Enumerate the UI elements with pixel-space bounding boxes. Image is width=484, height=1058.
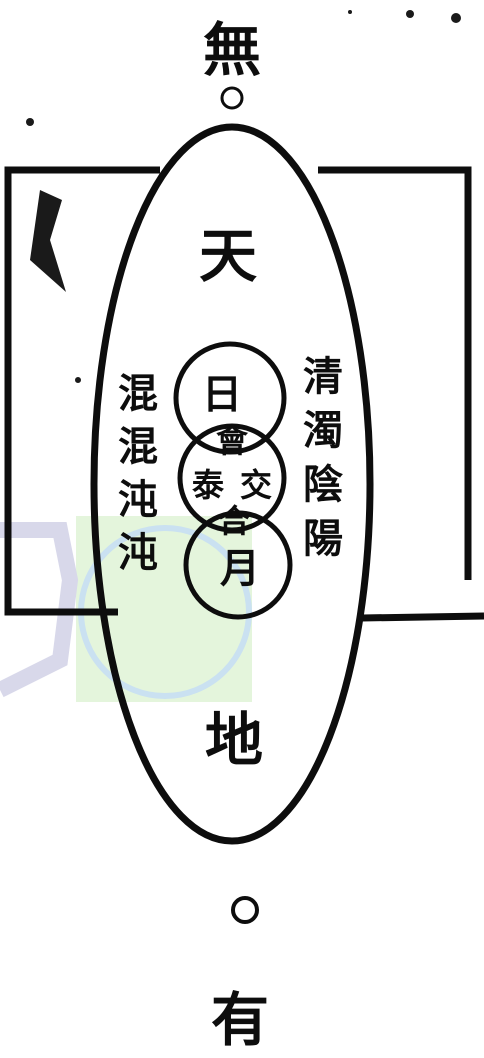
center-bottom-label: 合 [218, 502, 250, 540]
right-column: 清 濁 陰 陽 [303, 353, 343, 562]
right-column-char: 濁 [303, 407, 343, 454]
right-column-char: 清 [303, 353, 343, 400]
cosmos-ellipse [90, 123, 374, 845]
left-column-char: 沌 [118, 529, 158, 576]
ink-specks [26, 10, 461, 383]
sun-circle [173, 341, 287, 455]
sun-label: 日 [202, 371, 242, 418]
center-left-label: 泰 [192, 466, 225, 504]
outer-frame [4, 166, 484, 622]
right-column-char: 陰 [303, 461, 343, 508]
earth-label: 地 [205, 706, 263, 774]
left-column-char: 沌 [118, 476, 158, 523]
center-circle [177, 423, 287, 533]
left-column: 混 混 沌 沌 [118, 370, 158, 576]
bottom-label: 有 [211, 986, 269, 1054]
top-label: 無 [203, 16, 261, 84]
left-column-char: 混 [118, 423, 158, 470]
you-circle [231, 896, 259, 924]
right-column-char: 陽 [303, 515, 343, 562]
moon-label: 月 [220, 545, 260, 592]
center-top-label: 會 [216, 422, 249, 460]
left-column-char: 混 [118, 370, 158, 417]
wu-circle [220, 86, 244, 110]
moon-circle [183, 510, 293, 620]
center-right-label: 交 [240, 466, 272, 504]
heaven-label: 天 [199, 222, 257, 290]
